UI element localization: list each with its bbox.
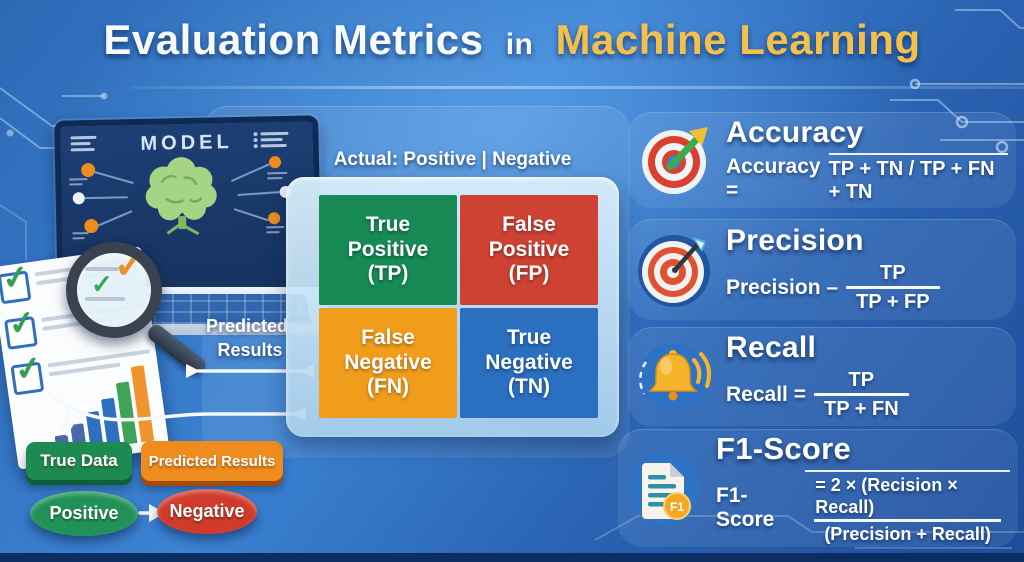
metric-recall: Recall Recall = TP TP + FN: [628, 327, 1016, 426]
badge-label: Predicted Results: [148, 452, 276, 470]
fraction: TP TP + FN: [813, 368, 909, 422]
bell-icon: [636, 338, 714, 416]
orange-check-icon: ✓: [113, 243, 147, 287]
svg-text:F1: F1: [670, 500, 684, 514]
checkbox-checked-icon: ✓: [4, 303, 38, 350]
brain-icon: [145, 157, 217, 236]
green-check-icon: ✓: [91, 269, 113, 299]
metric-accuracy: Accuracy Accuracy = TP + TN / TP + FN + …: [628, 112, 1016, 208]
checkbox-checked-icon: ✓: [0, 257, 32, 305]
positive-pill: Positive: [30, 491, 138, 536]
checkbox-checked-icon: ✓: [10, 349, 45, 396]
matrix-cell-fn: False Negative (FN): [319, 308, 457, 418]
metric-formula: Precision – TP TP + FP: [726, 261, 940, 315]
target-dart-icon: [636, 231, 714, 309]
matrix-cell-tn: True Negative (TN): [460, 308, 598, 418]
pill-label: Positive: [49, 503, 119, 523]
actual-axis-label: Actual: Positive | Negative: [333, 149, 572, 170]
metric-formula: Accuracy = TP + TN / TP + FN + TN: [726, 153, 1008, 204]
page-title: Evaluation Metrics in Machine Learning: [0, 16, 1024, 64]
header-divider: [130, 86, 1024, 89]
mini-bar-chart: [44, 349, 160, 455]
target-arrow-icon: [636, 121, 714, 199]
badge-label: True Data: [40, 451, 118, 470]
metric-formula: Recall = TP TP + FN: [726, 368, 909, 422]
negative-pill: Negative: [157, 489, 257, 534]
title-accent: Machine Learning: [555, 16, 921, 63]
document-f1-icon: F1: [626, 449, 704, 527]
title-connector: in: [505, 28, 534, 61]
fraction: = 2 × (Recision × Recall) (Precision + R…: [805, 469, 1010, 546]
confusion-matrix-panel: True Positive (TP) False Positive (FP) F…: [286, 177, 619, 437]
bottom-border: [0, 553, 1024, 562]
metric-title: Accuracy: [726, 116, 864, 149]
true-data-badge: True Data: [26, 442, 132, 480]
model-label: MODEL: [140, 131, 233, 155]
metric-f1-score: F1 F1-Score F1-Score = 2 × (Recision × R…: [618, 429, 1018, 547]
fraction: TP TP + FP: [846, 261, 940, 315]
metric-title: Precision: [726, 224, 864, 257]
metric-title: F1-Score: [716, 430, 852, 466]
predicted-axis-label: Predicted: Results: [205, 316, 295, 361]
metric-title: Recall: [726, 331, 817, 364]
metric-precision: Precision Precision – TP TP + FP: [628, 219, 1016, 320]
metric-formula: F1-Score = 2 × (Recision × Recall) (Prec…: [716, 469, 1010, 546]
magnifier-icon: ✓ ✓: [66, 242, 162, 338]
matrix-cell-tp: True Positive (TP): [319, 195, 457, 305]
title-main: Evaluation Metrics: [103, 16, 484, 63]
confusion-matrix-grid: True Positive (TP) False Positive (FP) F…: [319, 195, 598, 418]
matrix-cell-fp: False Positive (FP): [460, 195, 598, 305]
predicted-results-badge: Predicted Results: [141, 441, 283, 481]
pill-label: Negative: [169, 501, 245, 521]
